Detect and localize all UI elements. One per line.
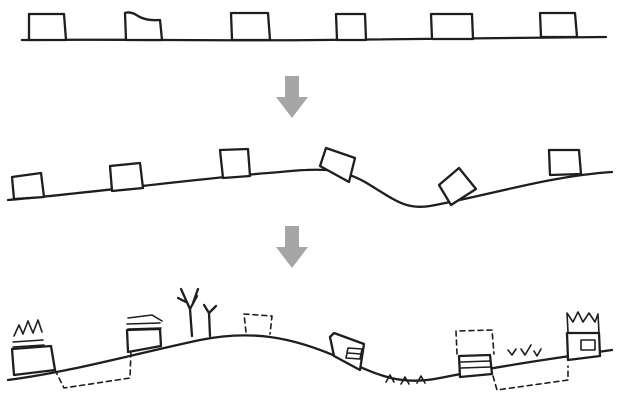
- dashed-outline: [244, 314, 272, 334]
- tree-icon: [204, 305, 216, 336]
- block-sloped-6: [549, 150, 581, 175]
- block-sloped-3: [220, 149, 250, 178]
- dashed-outline-top: [456, 330, 494, 354]
- block-flat-2: [125, 12, 162, 40]
- block-sloped-2: [110, 163, 143, 191]
- block-body: [12, 346, 55, 375]
- block-flat-6: [540, 13, 577, 37]
- roof-stripes: [127, 315, 162, 329]
- panel-adapted-ground: [8, 289, 612, 390]
- panel-sloped-ground: [8, 148, 612, 207]
- ground-line-adapted: [8, 335, 612, 380]
- block-flat-4: [336, 14, 366, 40]
- block-sloped-5: [439, 168, 476, 205]
- block-body: [459, 355, 492, 377]
- grass-icon: [14, 320, 42, 336]
- block-adapted-2: [127, 315, 162, 352]
- block-flat-1: [29, 14, 66, 40]
- block-flat-5: [431, 14, 473, 39]
- crown-icon: [567, 312, 599, 333]
- panel-flat-ground: [22, 12, 606, 40]
- arrow-down-icon: [276, 226, 308, 268]
- block-flat-3: [231, 13, 270, 40]
- ground-line-sloped: [8, 170, 612, 207]
- underground-extension: [493, 366, 568, 390]
- arrow-down-1: [276, 76, 308, 118]
- grass-marks-icon: [508, 345, 541, 356]
- ground-line-flat: [22, 37, 606, 40]
- block-adapted-5: [567, 312, 600, 360]
- block-body: [127, 329, 161, 352]
- block-adapted-dashed-top: [244, 314, 272, 334]
- arrow-down-icon: [276, 76, 308, 118]
- tree-icon: [178, 289, 198, 336]
- block-sloped-4: [320, 148, 355, 182]
- block-adapted-3: [330, 333, 364, 370]
- arrow-down-2: [276, 226, 308, 268]
- block-sloped-1: [12, 173, 44, 199]
